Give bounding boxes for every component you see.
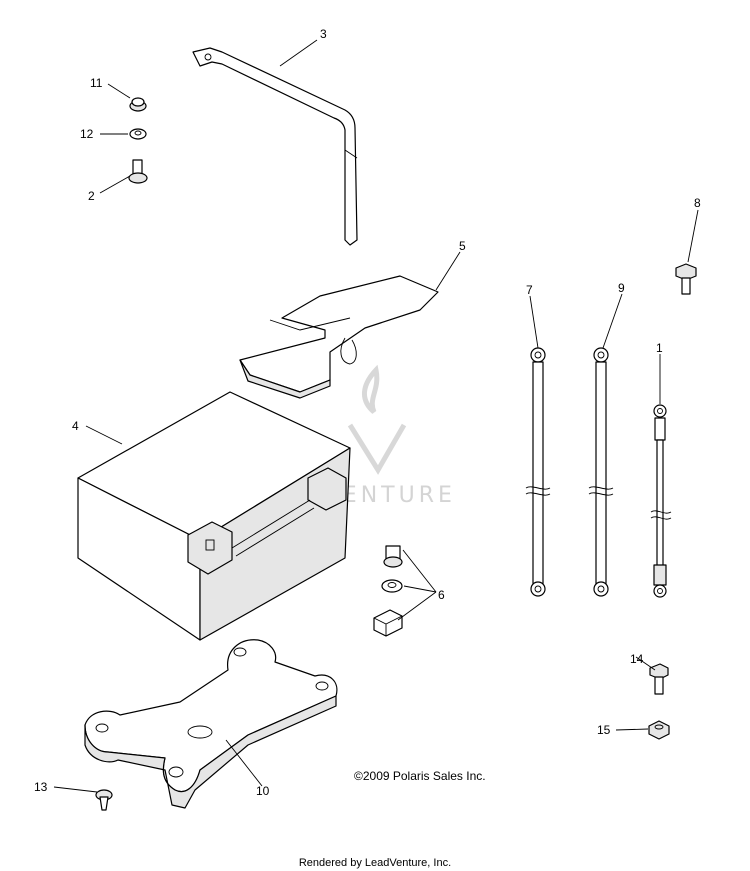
washer-part-12[interactable]	[129, 128, 147, 140]
callout-11: 11	[90, 76, 103, 90]
bolt-part-2[interactable]	[128, 159, 148, 184]
callout-6: 6	[438, 588, 445, 602]
battery-strap-part-3[interactable]	[192, 47, 358, 246]
battery-cable-part-1[interactable]	[650, 404, 672, 598]
callout-5: 5	[459, 239, 466, 253]
callout-14: 14	[630, 652, 644, 666]
hardware-kit-part-6[interactable]	[373, 545, 403, 637]
push-rivet-part-13[interactable]	[95, 789, 113, 811]
battery-part-4[interactable]	[77, 391, 351, 641]
footer-credit: Rendered by LeadVenture, Inc.	[299, 857, 451, 869]
nut-part-15[interactable]	[648, 720, 670, 740]
battery-bracket-part-5[interactable]	[239, 275, 439, 399]
flange-nut-part-11[interactable]	[129, 97, 147, 112]
bolt-part-14[interactable]	[649, 663, 669, 695]
copyright-text: ©2009 Polaris Sales Inc.	[354, 769, 486, 783]
callout-12: 12	[80, 127, 94, 141]
leader-lines	[53, 39, 699, 793]
callout-15: 15	[597, 723, 611, 737]
callout-labels: 1 2 3 4 5 6 7 8 9 10 11 12 13 14 15	[34, 27, 701, 798]
callout-8: 8	[694, 196, 701, 210]
battery-tray-part-10[interactable]	[84, 639, 338, 809]
battery-cable-part-7[interactable]	[525, 347, 551, 597]
callout-13: 13	[34, 780, 48, 794]
bolt-part-8[interactable]	[675, 263, 697, 295]
callout-4: 4	[72, 419, 79, 433]
callout-2: 2	[88, 189, 95, 203]
callout-9: 9	[618, 281, 625, 295]
callout-7: 7	[526, 283, 533, 297]
callout-1: 1	[656, 341, 663, 355]
callout-10: 10	[256, 784, 270, 798]
battery-cable-part-9[interactable]	[588, 347, 614, 597]
callout-3: 3	[320, 27, 327, 41]
